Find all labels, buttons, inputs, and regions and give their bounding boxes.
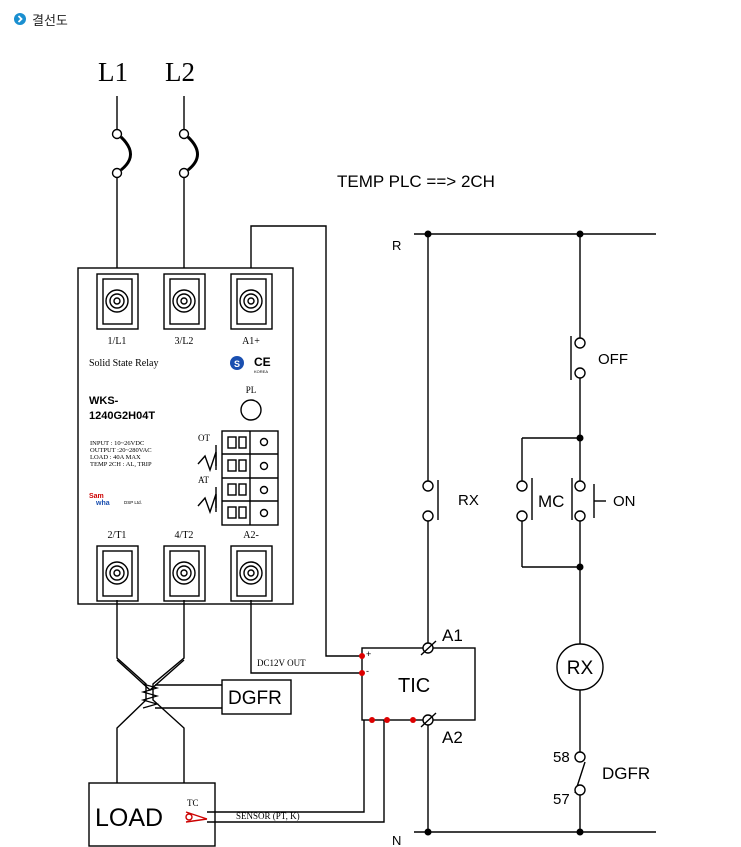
terminal-4t2 [163, 545, 206, 602]
control-branch [516, 234, 606, 832]
terminal-1l1 [96, 273, 139, 330]
chevron-right-icon [14, 13, 26, 25]
temp-plc-label: TEMP PLC ==> 2CH [337, 172, 495, 191]
ce-sub: KOREA [254, 369, 268, 374]
spec-input: INPUT : 10~26VDC [90, 440, 144, 447]
section-header: 결선도 [14, 10, 68, 29]
model-line2: 1240G2H04T [89, 410, 155, 422]
a1-plus-wire [250, 225, 362, 657]
svg-text:S: S [234, 359, 240, 369]
dgfr-box [221, 679, 292, 715]
terminal-3l2-label: 3/L2 [175, 336, 194, 347]
terminal-a1-label: A1+ [242, 336, 260, 347]
spec-load: LOAD : 40A MAX [90, 454, 141, 461]
tic-label: TIC [398, 675, 430, 697]
n-label: N [392, 833, 401, 847]
terminal-a2-label: A2- [243, 530, 259, 541]
ot-at-terminal-block [197, 430, 279, 526]
terminal-58-label: 58 [553, 749, 570, 766]
dgfr-right-label: DGFR [602, 764, 650, 783]
brand-wha: wha [95, 500, 110, 507]
sensor-lead-a [207, 720, 365, 813]
l2-label: L2 [165, 57, 195, 87]
terminal-4t2-label: 4/T2 [175, 530, 194, 541]
ce-mark: CE [254, 355, 271, 369]
r-label: R [392, 238, 401, 253]
tic-box [361, 647, 476, 721]
a2-minus-wire [250, 600, 362, 674]
a2-label: A2 [442, 728, 463, 747]
tc-label: TC [187, 798, 199, 808]
tic-minus-label: - [366, 666, 369, 676]
brand-suffix: DSP Ltd. [124, 500, 142, 505]
terminal-a1-plus [230, 273, 273, 330]
pl-label: PL [246, 385, 257, 395]
brand-sam: Sam [89, 493, 104, 500]
red-terminal-dots [359, 653, 416, 723]
ot-label: OT [198, 433, 210, 443]
l2-fuse [178, 96, 199, 296]
at-label: AT [198, 475, 210, 485]
terminal-3l2 [163, 273, 206, 330]
l1-fuse [111, 96, 132, 296]
model-line1: WKS- [89, 395, 119, 407]
on-label: ON [613, 493, 636, 510]
terminal-2t1-label: 2/T1 [108, 530, 127, 541]
rx-contact-branch [422, 234, 439, 832]
junction-dots [424, 230, 584, 836]
load-label: LOAD [95, 804, 163, 832]
ssr-type-label: Solid State Relay [89, 358, 158, 369]
sensor-label: SENSOR (PT, K) [236, 811, 300, 821]
mc-label: MC [538, 492, 564, 511]
terminal-a2-minus [230, 545, 273, 602]
tic-a2-terminal [420, 712, 437, 728]
sensor-lead-b [207, 720, 385, 823]
s-mark-icon: S [230, 356, 244, 370]
rx-coil-label: RX [567, 658, 594, 679]
spec-temp: TEMP 2CH : AL, TRIP [90, 461, 152, 468]
tc-probe [185, 811, 208, 820]
spec-output: OUTPUT :20~280VAC [90, 447, 152, 454]
dgfr-box-label: DGFR [228, 688, 282, 709]
l1-label: L1 [98, 57, 128, 87]
tic-plus-label: + [366, 649, 371, 659]
pl-indicator-lamp [240, 399, 262, 421]
terminal-57-label: 57 [553, 791, 570, 808]
dc12v-out-label: DC12V OUT [257, 658, 306, 668]
a1-label: A1 [442, 626, 463, 645]
rx-contact-label: RX [458, 492, 479, 509]
tic-a1-terminal [420, 640, 437, 656]
terminal-2t1 [96, 545, 139, 602]
load-wires [116, 600, 222, 788]
terminal-1l1-label: 1/L1 [108, 336, 127, 347]
off-label: OFF [598, 351, 628, 368]
section-title: 결선도 [32, 13, 68, 29]
